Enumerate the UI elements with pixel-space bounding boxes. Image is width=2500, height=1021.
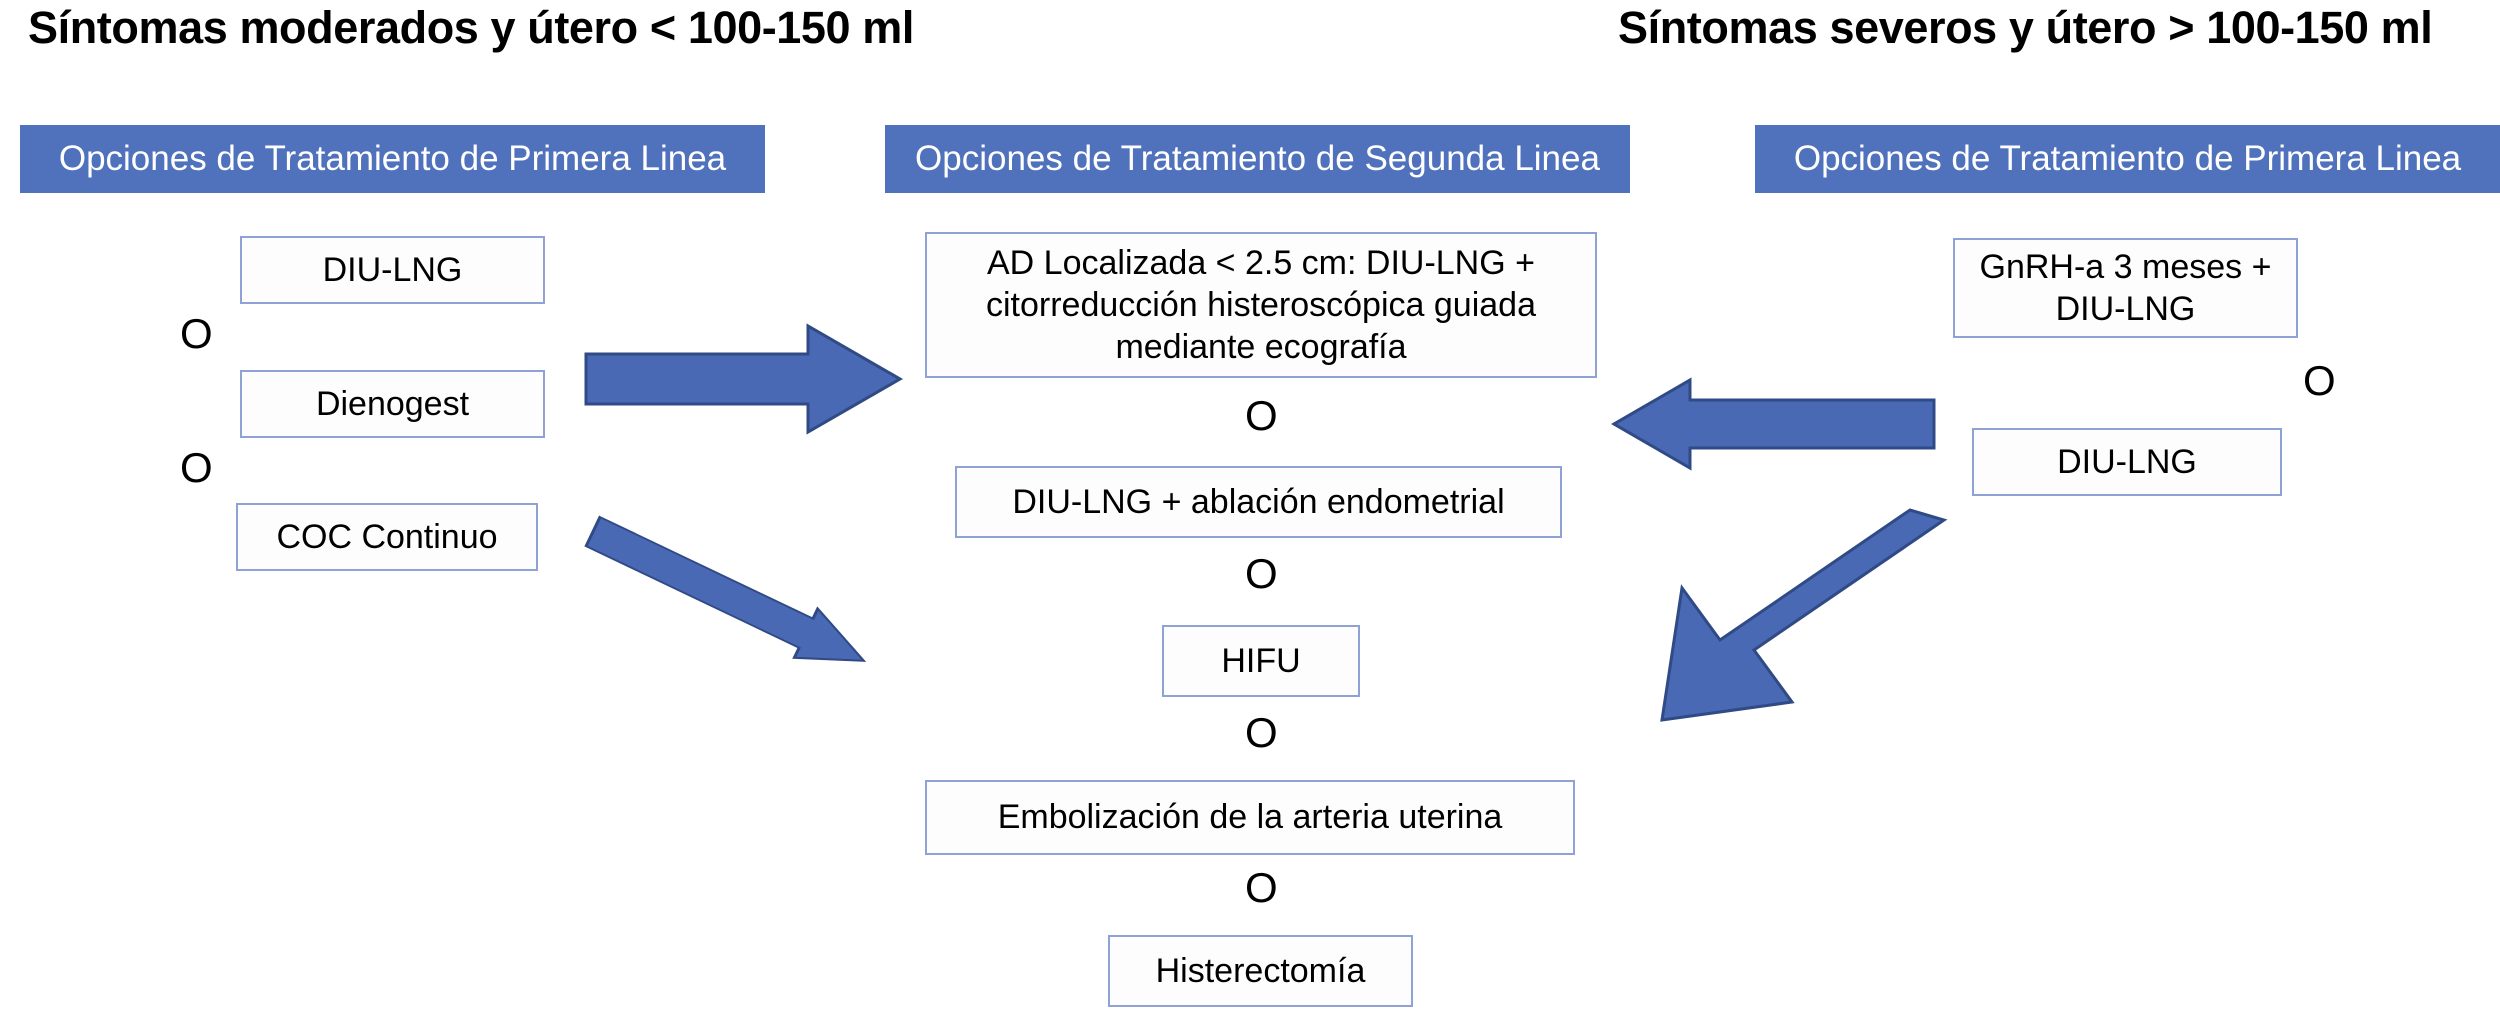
option-box-right-gnrha-diu-lng: GnRH-a 3 meses + DIU-LNG: [1953, 238, 2298, 338]
or-connector-center-3: O: [1245, 709, 1278, 756]
or-connector-center-1: O: [1245, 392, 1278, 439]
banner-first-line-left: Opciones de Tratamiento de Primera Linea: [20, 125, 765, 193]
option-box-center-hifu: HIFU: [1162, 625, 1360, 697]
arrow-right-icon: [584, 323, 904, 435]
option-box-left-diu-lng: DIU-LNG: [240, 236, 545, 304]
or-connector-center-2: O: [1245, 550, 1278, 597]
option-box-left-dienogest: Dienogest: [240, 370, 545, 438]
arrow-down-left-icon: [1660, 508, 1948, 722]
option-box-center-embolizacion: Embolización de la arteria uterina: [925, 780, 1575, 855]
section-title-moderate-symptoms: Síntomas moderados y útero < 100-150 ml: [28, 2, 914, 53]
arrow-left-icon: [1611, 377, 1936, 471]
option-box-center-ablacion-endometrial: DIU-LNG + ablación endometrial: [955, 466, 1562, 538]
or-connector-left-2: O: [180, 444, 213, 491]
or-connector-center-4: O: [1245, 864, 1278, 911]
banner-second-line-center: Opciones de Tratamiento de Segunda Linea: [885, 125, 1630, 193]
option-box-left-coc-continuo: COC Continuo: [236, 503, 538, 571]
option-box-center-histerectomia: Histerectomía: [1108, 935, 1413, 1007]
banner-first-line-right: Opciones de Tratamiento de Primera Linea: [1755, 125, 2500, 193]
section-title-severe-symptoms: Síntomas severos y útero > 100-150 ml: [1618, 2, 2433, 53]
or-connector-left-1: O: [180, 310, 213, 357]
option-box-center-ad-localizada: AD Localizada < 2.5 cm: DIU-LNG + citorr…: [925, 232, 1597, 378]
arrow-down-right-icon: [584, 515, 867, 662]
option-box-right-diu-lng: DIU-LNG: [1972, 428, 2282, 496]
or-connector-right-1: O: [2303, 357, 2336, 404]
